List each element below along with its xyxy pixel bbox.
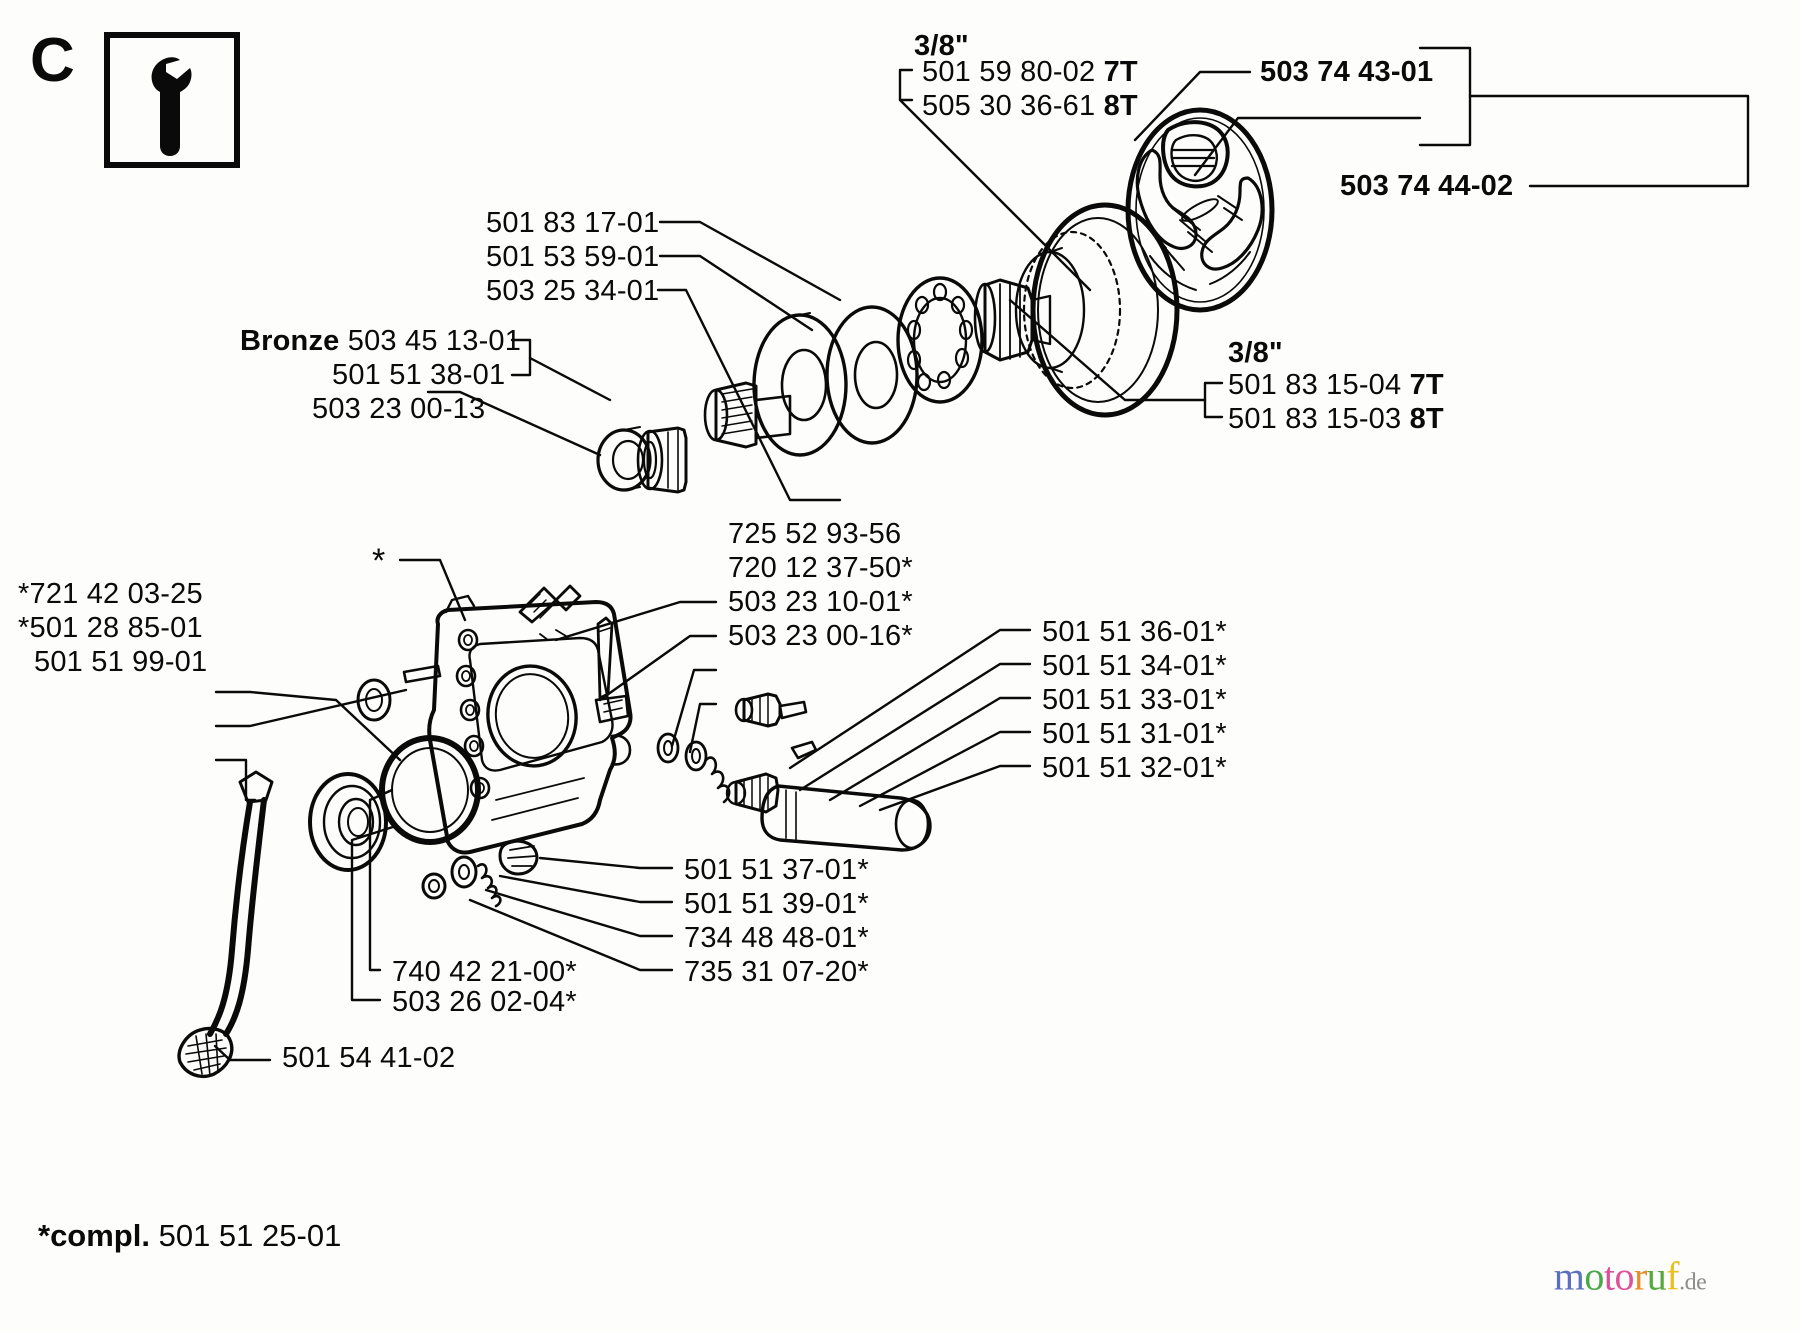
logo-letter-o1: o xyxy=(1584,1253,1604,1299)
logo-letter-o2: o xyxy=(1614,1253,1634,1299)
partnum: 501 83 15-04 xyxy=(1228,369,1402,401)
partnum: 501 83 15-03 xyxy=(1228,403,1402,435)
wrench-icon-box xyxy=(104,32,240,168)
label-pitch-mid: 3/8" xyxy=(1228,337,1283,369)
label-pin-501-28: *501 28 85-01 xyxy=(18,612,203,644)
label-oiler-735: 735 31 07-20* xyxy=(684,956,869,988)
footnote-prefix: *compl. xyxy=(38,1218,150,1253)
footnote: *compl. 501 51 25-01 xyxy=(38,1218,341,1254)
label-drum-7t: 501 83 15-04 7T xyxy=(1228,369,1444,402)
label-washer-503-16: 503 23 00-16* xyxy=(728,620,913,652)
label-screw-725: 725 52 93-56 xyxy=(728,518,902,550)
label-oil-pump-36: 501 51 36-01* xyxy=(1042,616,1227,648)
label-bearing: 501 51 38-01 xyxy=(332,359,506,391)
label-bearing-740: 740 42 21-00* xyxy=(392,956,577,988)
logo-letter-m: m xyxy=(1553,1253,1585,1299)
logo-letter-f: f xyxy=(1666,1253,1680,1299)
teeth-count: 7T xyxy=(1409,369,1444,401)
label-clutch-assembly: 503 74 44-02 xyxy=(1340,170,1514,202)
label-oil-pump-32: 501 51 32-01* xyxy=(1042,752,1227,784)
label-oiler-39: 501 51 39-01* xyxy=(684,888,869,920)
label-seal: 503 23 00-13 xyxy=(312,393,486,425)
partnum: 501 59 80-02 xyxy=(922,56,1096,88)
label-screw-720: 720 12 37-50* xyxy=(728,552,913,584)
logo-letter-r: r xyxy=(1633,1253,1647,1299)
label-sprocket-rim-7t: 501 59 80-02 7T xyxy=(922,56,1138,89)
teeth-count: 8T xyxy=(1409,403,1444,435)
label-sprocket-rim-8t: 505 30 36-61 8T xyxy=(922,90,1138,123)
logo-tld: .de xyxy=(1679,1269,1707,1296)
label-oil-pump-34: 501 51 34-01* xyxy=(1042,650,1227,682)
label-oil-pump-31: 501 51 31-01* xyxy=(1042,718,1227,750)
label-hose-501-51-99: 501 51 99-01 xyxy=(34,646,208,678)
logo-letter-u: u xyxy=(1646,1253,1667,1299)
label-oring-503-26: 503 26 02-04* xyxy=(392,986,577,1018)
label-oil-pump-33: 501 51 33-01* xyxy=(1042,684,1227,716)
label-washer-a: 501 83 17-01 xyxy=(486,207,660,239)
label-oiler-734: 734 48 48-01* xyxy=(684,922,869,954)
label-pitch-top: 3/8" xyxy=(914,30,969,62)
asterisk-marker: * xyxy=(372,542,386,580)
label-drum-8t: 501 83 15-03 8T xyxy=(1228,403,1444,436)
label-washer-503-10: 503 23 10-01* xyxy=(728,586,913,618)
logo-letter-t: t xyxy=(1603,1253,1615,1299)
label-washer-c: 503 25 34-01 xyxy=(486,275,660,307)
material-name: Bronze xyxy=(240,325,340,357)
label-clutch-spring: 503 74 43-01 xyxy=(1260,56,1434,88)
label-pin-721: *721 42 03-25 xyxy=(18,578,203,610)
wrench-icon xyxy=(151,57,192,156)
label-oiler-37: 501 51 37-01* xyxy=(684,854,869,886)
label-bronze-bushing: Bronze 503 45 13-01 xyxy=(240,325,521,358)
teeth-count: 8T xyxy=(1103,90,1138,122)
partnum: 503 45 13-01 xyxy=(347,325,522,357)
partnum: 505 30 36-61 xyxy=(922,90,1096,122)
label-washer-b: 501 53 59-01 xyxy=(486,241,660,273)
footnote-number: 501 51 25-01 xyxy=(158,1218,342,1253)
teeth-count: 7T xyxy=(1103,56,1138,88)
section-letter: C xyxy=(30,26,75,95)
label-filter-501-54: 501 54 41-02 xyxy=(282,1042,456,1074)
motoruf-logo: motoruf.de xyxy=(1554,1253,1707,1300)
